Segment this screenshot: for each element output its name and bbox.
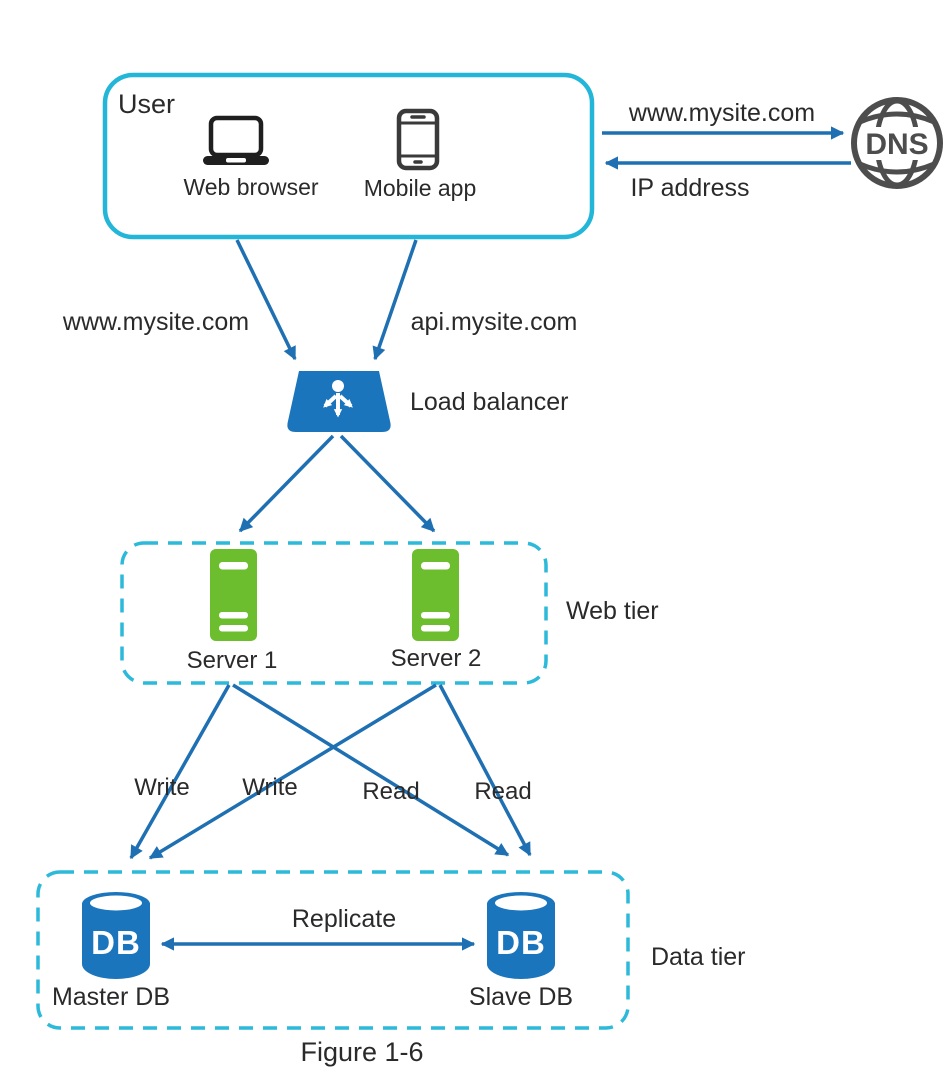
- lb-glyph-node: [332, 380, 344, 392]
- slave-db-top-face: [495, 895, 547, 911]
- slave-db-icon-text: DB: [496, 924, 546, 961]
- load-balancer-icon: [287, 371, 391, 432]
- globe-latitude-top: [859, 111, 935, 125]
- laptop-icon: [203, 115, 269, 165]
- server1-slot-bottom: [219, 625, 248, 632]
- smartphone-icon: [396, 108, 440, 171]
- server1-slot-mid: [219, 612, 248, 619]
- server2-slot-mid: [421, 612, 450, 619]
- lb-glyph-arrow-right: [338, 394, 353, 408]
- write-label-1: Write: [134, 774, 190, 801]
- master-db-body: [82, 904, 150, 979]
- user-group-box: [102, 72, 595, 240]
- laptop-screen: [208, 115, 264, 158]
- arrow-server2-write-master: [148, 683, 437, 860]
- dns-request-label: www.mysite.com: [628, 99, 816, 127]
- database-icon-master: DB: [82, 892, 150, 979]
- master-db-icon-text: DB: [91, 924, 141, 961]
- figure-caption: Figure 1-6: [300, 1037, 424, 1067]
- server1-label: Server 1: [186, 647, 278, 674]
- laptop-base-notch: [226, 158, 246, 163]
- route-web-label: www.mysite.com: [62, 308, 250, 336]
- arrow-server1-write-master: [129, 684, 231, 860]
- arrow-server2-read-slave: [438, 684, 532, 857]
- arrow-load-balancer-to-server2: [339, 434, 436, 533]
- mobile-app-label: Mobile app: [363, 175, 477, 201]
- dns-response-label: IP address: [630, 174, 750, 202]
- lb-glyph-arrow-left: [323, 394, 338, 408]
- dns-globe-icon: DNS: [851, 97, 943, 189]
- arrow-server1-read-slave: [232, 683, 510, 857]
- load-balancer-label: Load balancer: [410, 388, 569, 416]
- data-tier-box: [36, 870, 630, 1030]
- server-icon-1: [210, 549, 257, 641]
- arrow-load-balancer-to-server1: [238, 434, 335, 533]
- arrow-mobile-to-load-balancer: [372, 239, 418, 361]
- server2-slot-top: [421, 562, 450, 570]
- dns-icon-text: DNS: [865, 128, 928, 161]
- slave-db-body: [487, 904, 555, 979]
- phone-body: [396, 108, 440, 171]
- server2-label: Server 2: [390, 645, 482, 672]
- database-icon-slave: DB: [487, 892, 555, 979]
- data-tier-label: Data tier: [651, 943, 746, 971]
- server-icon-2: [412, 549, 459, 641]
- replicate-label: Replicate: [291, 905, 397, 933]
- web-tier-label: Web tier: [566, 597, 659, 625]
- user-group-title: User: [118, 89, 176, 119]
- web-tier-box: [120, 541, 548, 685]
- read-label-2: Read: [474, 778, 532, 805]
- write-label-2: Write: [242, 774, 298, 801]
- master-db-label: Master DB: [51, 983, 171, 1011]
- slave-db-label: Slave DB: [468, 983, 574, 1011]
- read-label-1: Read: [362, 778, 420, 805]
- server2-slot-bottom: [421, 625, 450, 632]
- route-api-label: api.mysite.com: [410, 308, 578, 336]
- master-db-top-face: [90, 895, 142, 911]
- arrow-browser-to-load-balancer: [235, 239, 297, 361]
- server1-slot-top: [219, 562, 248, 570]
- globe-label-band: [864, 127, 930, 160]
- globe-latitude-bottom: [859, 161, 935, 175]
- web-browser-label: Web browser: [183, 174, 319, 200]
